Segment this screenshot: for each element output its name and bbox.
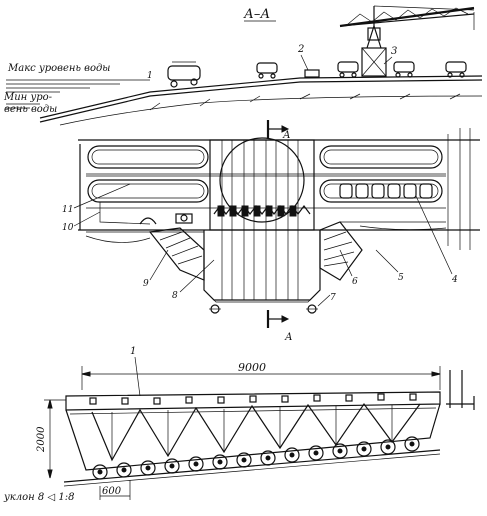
winch-machine	[175, 213, 193, 224]
callout-4: 4	[451, 275, 458, 285]
track-loop-left-upper	[87, 145, 209, 169]
track-loop-right-lower	[319, 179, 443, 203]
ramp-line-lower	[39, 79, 483, 123]
callout-6: 6	[352, 277, 358, 287]
ramp-car	[393, 61, 415, 78]
hook-device	[139, 217, 157, 225]
end-stanchions	[446, 370, 475, 410]
callout-2: 2	[297, 44, 304, 55]
callout-7: 7	[330, 293, 336, 303]
ground-hatching	[149, 93, 461, 111]
truss-outline	[65, 403, 441, 471]
callout-3: 3	[391, 46, 397, 57]
section-marker-bottom	[266, 310, 290, 328]
dim-600-label: 600	[102, 486, 122, 497]
embankment-left-hatch	[159, 231, 203, 265]
track-loop-left-lower	[87, 179, 209, 203]
slope-label: уклон 8 ◁ 1:8	[3, 492, 74, 503]
car-elevation: 9000 1 2000	[3, 346, 475, 503]
section-mark-bottom: А	[284, 332, 293, 343]
crane	[339, 5, 475, 77]
section-title: А–А	[243, 7, 270, 22]
track-loop-right-upper	[319, 145, 443, 169]
max-water-label: Макс уровень воды	[7, 63, 110, 74]
min-water-label-1: Мин уро-	[3, 92, 53, 103]
ramp-line	[39, 75, 483, 119]
callout-1: 1	[147, 71, 153, 81]
callout-1-bottom: 1	[130, 346, 136, 357]
transfer-rails	[221, 140, 299, 300]
section-view: А–А Макс уровень воды Мин уро- вень воды	[3, 5, 483, 126]
water-hatching	[6, 79, 150, 109]
winch-box	[304, 69, 320, 78]
ramp-car	[337, 61, 359, 78]
section-marker-top	[266, 120, 290, 138]
ramp-car	[167, 61, 201, 88]
dim-length-label: 9000	[238, 361, 266, 374]
section-mark-top: А	[282, 130, 291, 141]
sleeper-blocks	[217, 205, 297, 217]
embankment-left	[148, 227, 205, 281]
callout-9: 9	[143, 279, 149, 289]
rail-line	[63, 449, 441, 483]
dim-height-label: 2000	[36, 426, 47, 453]
callout-10: 10	[62, 223, 74, 233]
callout-5: 5	[398, 273, 404, 283]
callout-8: 8	[172, 291, 178, 301]
anchor-symbol-right	[306, 304, 318, 314]
transfer-area	[209, 139, 315, 231]
plan-view: А А 11 10 9 8 6 5 4 7	[62, 120, 480, 343]
ramp-car	[445, 61, 467, 78]
truss-verticals	[111, 405, 393, 460]
truss-web	[91, 402, 421, 462]
embankment-right	[319, 221, 363, 281]
deck-bollards	[89, 393, 417, 405]
callout-11: 11	[62, 205, 73, 215]
min-water-label-2: вень воды	[4, 104, 57, 115]
ground-profile	[59, 95, 483, 126]
embankment-right-hatch	[323, 231, 355, 267]
parked-cars	[339, 183, 433, 199]
ramp-car	[256, 62, 278, 79]
pit-outline	[203, 230, 321, 301]
anchor-symbol-left	[209, 304, 221, 314]
turntable-circle	[219, 137, 305, 223]
